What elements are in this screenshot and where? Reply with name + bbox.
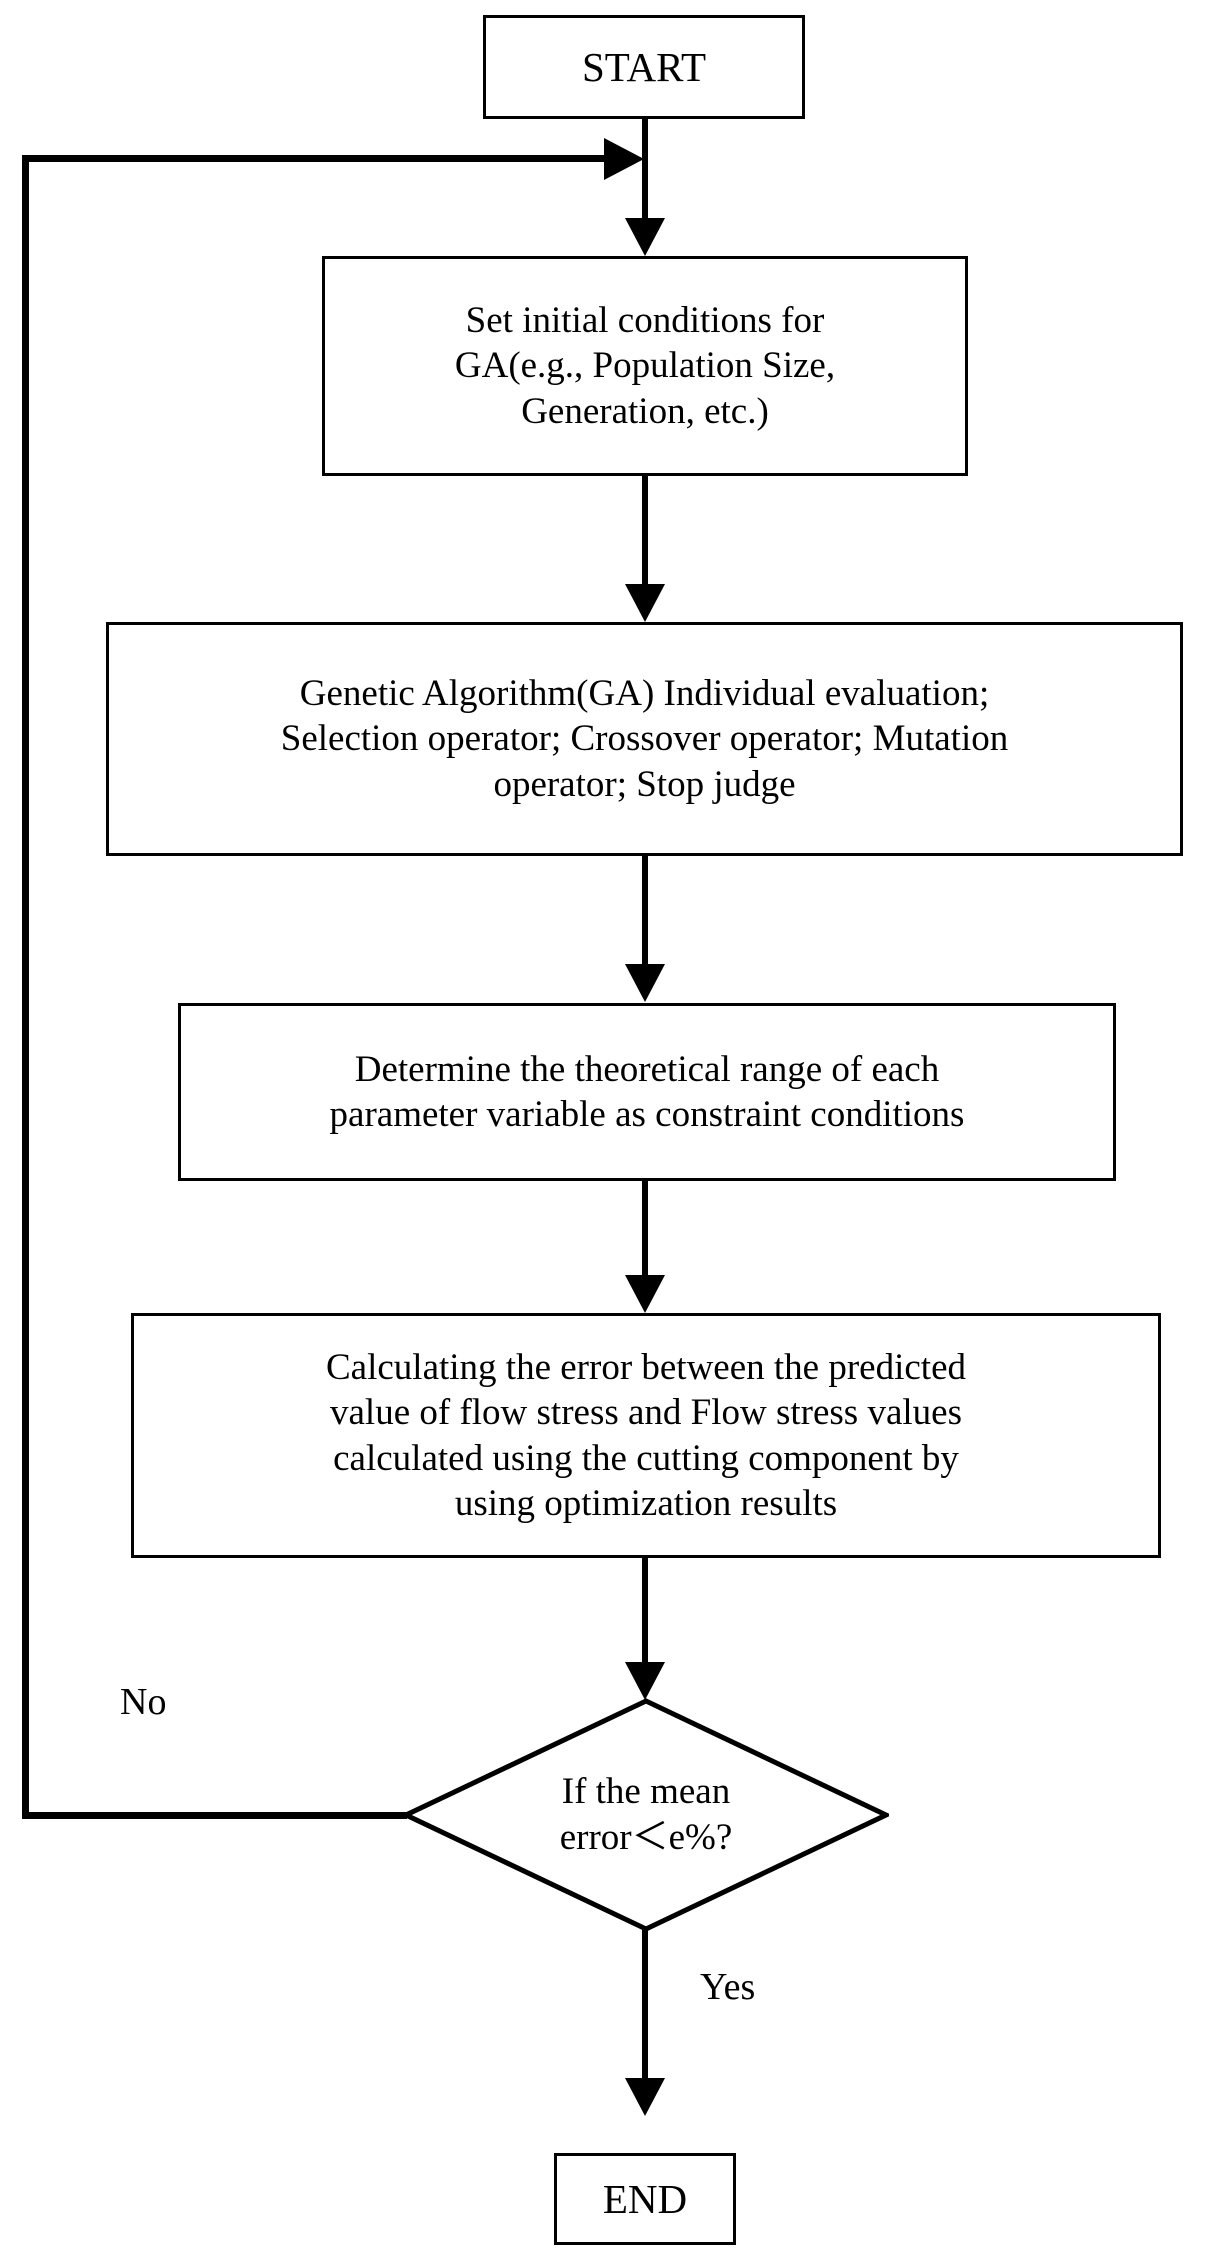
arrowhead-range-to-calc <box>625 1275 665 1313</box>
flow-node-determine-range[interactable]: Determine the theoretical range of each … <box>178 1003 1116 1181</box>
flow-node-start-label: START <box>581 43 707 90</box>
flow-node-end[interactable]: END <box>554 2153 736 2245</box>
arrowhead-decision-yes-to-end <box>625 2078 665 2116</box>
connector-decision-no-horizontal-bottom <box>22 1812 407 1819</box>
flow-node-end-label: END <box>602 2175 688 2222</box>
arrowhead-start-to-setup <box>625 218 665 256</box>
flow-node-genetic-algorithm-label: Genetic Algorithm(GA) Individual evaluat… <box>280 673 1009 805</box>
connector-start-to-setup <box>642 118 648 220</box>
edge-label-no: No <box>120 1681 167 1723</box>
arrowhead-ga-to-range <box>625 964 665 1002</box>
flow-node-decision-mean-error[interactable]: If the mean error＜e%? <box>403 1698 889 1932</box>
flow-node-set-initial-conditions-label: Set initial conditions for GA(e.g., Popu… <box>454 300 836 432</box>
flow-node-genetic-algorithm[interactable]: Genetic Algorithm(GA) Individual evaluat… <box>106 622 1183 856</box>
diamond-shape-icon <box>403 1698 889 1932</box>
arrowhead-setup-to-ga <box>625 584 665 622</box>
flow-node-calculating-error[interactable]: Calculating the error between the predic… <box>131 1313 1161 1558</box>
connector-decision-yes-to-end <box>642 1930 648 2080</box>
connector-range-to-calc <box>642 1181 648 1277</box>
connector-decision-no-horizontal-top <box>22 155 612 162</box>
flow-node-start[interactable]: START <box>483 15 805 119</box>
flow-node-set-initial-conditions[interactable]: Set initial conditions for GA(e.g., Popu… <box>322 256 968 476</box>
arrowhead-calc-to-decision <box>625 1662 665 1700</box>
edge-label-yes: Yes <box>700 1966 756 2008</box>
arrowhead-loopback-to-main-line <box>604 138 644 180</box>
connector-ga-to-range <box>642 856 648 966</box>
connector-calc-to-decision <box>642 1558 648 1666</box>
connector-decision-no-vertical-left <box>22 155 29 1815</box>
flow-node-determine-range-label: Determine the theoretical range of each … <box>329 1048 965 1135</box>
flow-node-calculating-error-label: Calculating the error between the predic… <box>325 1347 967 1524</box>
connector-setup-to-ga <box>642 476 648 586</box>
